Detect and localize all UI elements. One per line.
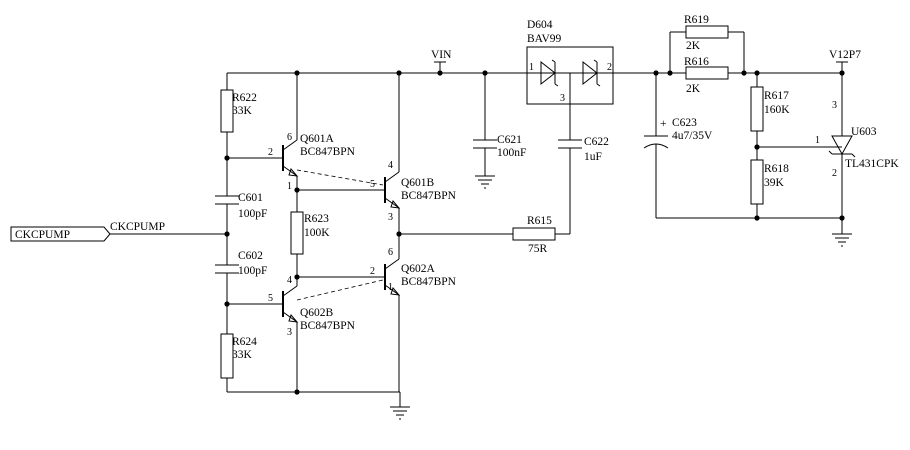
- u603-ref: U603: [851, 126, 877, 138]
- svg-text:4: 4: [388, 160, 393, 171]
- d604-part: BAV99: [527, 33, 562, 45]
- vin-net: VIN: [431, 49, 452, 73]
- u603-part: TL431CPK: [845, 158, 899, 170]
- r615-ref: R615: [527, 215, 552, 227]
- c622-ref: C622: [584, 136, 609, 148]
- regulator-u603: 3 1 2 U603 TL431CPK: [815, 73, 899, 234]
- resistor-r615: R615 75R: [512, 148, 571, 255]
- resistor-r617: R617 160K: [750, 73, 790, 160]
- r617-ref: R617: [764, 90, 789, 102]
- r623-ref: R623: [304, 213, 329, 225]
- junction-dots: [224, 70, 845, 395]
- svg-text:5: 5: [268, 293, 273, 304]
- svg-text:1: 1: [815, 135, 820, 146]
- c623-polarity: +: [660, 118, 667, 130]
- q602b-part: BC847BPN: [300, 320, 356, 332]
- svg-text:1: 1: [529, 62, 534, 73]
- transistor-q601b: 5 4 3 Q601B BC847BPN: [370, 73, 457, 256]
- resistor-r619: R619 2K: [669, 14, 745, 73]
- pair-link-q602: [296, 279, 384, 301]
- port-label: CKCPUMP: [15, 229, 70, 241]
- c623-ref: C623: [672, 117, 697, 129]
- c602-value: 100pF: [238, 265, 267, 277]
- c621-value: 100nF: [497, 147, 526, 159]
- r618-value: 39K: [764, 177, 785, 189]
- svg-text:2: 2: [370, 266, 375, 277]
- svg-text:6: 6: [388, 247, 393, 258]
- r615-value: 75R: [528, 243, 548, 255]
- c622-value: 1uF: [584, 151, 602, 163]
- capacitor-c601: C601 100pF: [215, 192, 267, 220]
- r616-value: 2K: [686, 83, 701, 95]
- ground-symbol: [832, 233, 852, 247]
- c623-value: 4u7/35V: [672, 130, 713, 142]
- svg-text:4: 4: [287, 275, 292, 286]
- c601-ref: C601: [238, 192, 263, 204]
- r622-value: 33K: [232, 105, 253, 117]
- net-label-ckcpump: CKCPUMP: [110, 221, 165, 233]
- r616-ref: R616: [684, 56, 709, 68]
- svg-text:1: 1: [287, 181, 292, 192]
- pair-link-q601: [296, 169, 384, 186]
- resistor-r618: R618 39K: [750, 159, 789, 218]
- v12p7-net: V12P7: [829, 49, 861, 73]
- transistor-q601a: 2 6 1 Q601A BC847BPN: [227, 73, 356, 192]
- q601a-part: BC847BPN: [300, 146, 356, 158]
- q602a-part: BC847BPN: [401, 276, 457, 288]
- resistor-r622: R622 33K: [220, 89, 257, 133]
- ground-symbol: [390, 392, 410, 420]
- svg-text:3: 3: [287, 327, 292, 338]
- svg-text:5: 5: [370, 179, 375, 190]
- resistor-r616: R616 2K: [684, 56, 729, 95]
- capacitor-c602: C602 100pF: [215, 250, 267, 277]
- v12p7-label: V12P7: [829, 49, 861, 61]
- r623-value: 100K: [304, 227, 330, 239]
- capacitor-c621: C621 100nF: [473, 73, 526, 176]
- transistor-q602a: 2 6 1 Q602A BC847BPN: [370, 234, 457, 392]
- q602a-ref: Q602A: [401, 263, 436, 275]
- r617-value: 160K: [764, 104, 790, 116]
- c601-value: 100pF: [238, 208, 267, 220]
- capacitor-c622: C622 1uF: [558, 104, 609, 163]
- svg-text:6: 6: [287, 132, 292, 143]
- r618-ref: R618: [764, 163, 789, 175]
- svg-text:2: 2: [607, 62, 612, 73]
- r624-ref: R624: [232, 336, 257, 348]
- q601b-ref: Q601B: [401, 177, 435, 189]
- diode-d604: 1 3 2 D604 BAV99: [526, 19, 614, 105]
- r624-value: 33K: [232, 349, 253, 361]
- q601a-ref: Q601A: [300, 133, 335, 145]
- svg-text:3: 3: [560, 93, 565, 104]
- vin-label: VIN: [431, 49, 452, 61]
- r622-ref: R622: [232, 92, 257, 104]
- resistor-r624: R624 33K: [220, 333, 257, 379]
- r619-ref: R619: [684, 14, 709, 26]
- q601b-part: BC847BPN: [401, 190, 457, 202]
- svg-text:2: 2: [832, 168, 837, 179]
- c602-ref: C602: [238, 250, 263, 262]
- svg-text:3: 3: [388, 212, 393, 223]
- svg-text:3: 3: [832, 100, 837, 111]
- capacitor-c623: + C623 4u7/35V: [643, 73, 713, 218]
- c621-ref: C621: [497, 134, 522, 146]
- ckcpump-port: CKCPUMP: [10, 226, 111, 242]
- r619-value: 2K: [686, 40, 701, 52]
- resistor-r623: R623 100K: [290, 190, 330, 277]
- q602b-ref: Q602B: [300, 307, 334, 319]
- d604-ref: D604: [527, 19, 553, 31]
- transistor-q602b: 5 4 3 Q602B BC847BPN: [227, 275, 356, 392]
- ground-symbol: [475, 175, 495, 189]
- svg-text:1: 1: [388, 282, 393, 293]
- svg-text:2: 2: [268, 147, 273, 158]
